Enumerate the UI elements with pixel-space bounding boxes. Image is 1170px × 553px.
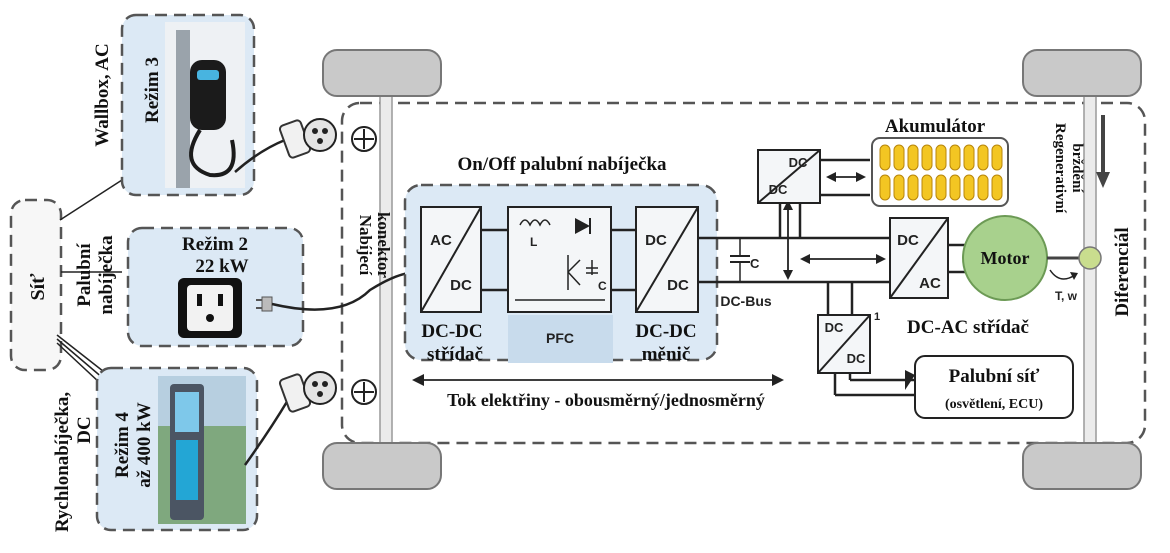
dcac-inverter: DC AC xyxy=(890,218,948,298)
outlet-icon xyxy=(178,278,242,338)
battery-cell xyxy=(880,175,890,200)
wallbox-side-label: Wallbox, AC xyxy=(92,43,113,146)
mode3-label: Režim 3 xyxy=(142,57,163,123)
svg-text:1: 1 xyxy=(874,311,880,323)
battery-cell xyxy=(936,145,946,170)
grid-label: Síť xyxy=(27,273,49,301)
battery-cell xyxy=(908,145,918,170)
battery-cell xyxy=(992,175,1002,200)
connector-label-1: Nabíjecí xyxy=(356,215,375,276)
fast-side-label-2: DC xyxy=(74,416,95,443)
svg-text:DC: DC xyxy=(667,277,689,294)
charger-title: On/Off palubní nabíječka xyxy=(457,154,667,175)
onboard-side-label-2: nabíječka xyxy=(96,235,117,315)
battery-cell xyxy=(922,175,932,200)
wheel-rear-right xyxy=(1023,443,1141,489)
wallbox-image xyxy=(165,22,245,188)
dcdc-converter-charger: DC DC xyxy=(636,207,698,312)
dcdc-menic-2: měnič xyxy=(642,344,691,365)
inverter-caption: DC-AC střídač xyxy=(907,317,1029,338)
dc-bus: C DC-Bus xyxy=(698,200,890,315)
energy-flow: Tok elektřiny - obousměrný/jednosměrný xyxy=(412,374,784,410)
dcdc-stridac-2: střídač xyxy=(427,344,483,365)
acdc-converter: AC DC xyxy=(421,207,481,312)
battery-cell xyxy=(964,145,974,170)
battery-cell xyxy=(936,175,946,200)
battery-section: Akumulátor DC DC xyxy=(758,116,1008,206)
dcdc-stridac-1: DC-DC xyxy=(421,321,482,342)
svg-text:L: L xyxy=(530,235,537,249)
battery-cell xyxy=(950,145,960,170)
battery-title: Akumulátor xyxy=(885,116,986,137)
onboard-side-label-1: Palubní xyxy=(74,243,95,307)
battery-cell xyxy=(908,175,918,200)
wheel-rear-left xyxy=(323,443,441,489)
regen-label-1: Regenerativní xyxy=(1052,123,1068,214)
battery-cell xyxy=(964,175,974,200)
battery-cell xyxy=(978,145,988,170)
svg-text:DC: DC xyxy=(825,320,844,335)
mode3-wallbox-group: Wallbox, AC Režim 3 xyxy=(92,15,254,195)
svg-text:AC: AC xyxy=(430,232,452,249)
dc-bus-label: DC-Bus xyxy=(720,293,772,309)
dcdc-menic-1: DC-DC xyxy=(635,321,696,342)
svg-text:DC: DC xyxy=(645,232,667,249)
mode4-power: až 400 kW xyxy=(134,402,155,488)
aux-dcdc-converter: DC DC xyxy=(818,315,870,373)
svg-text:C: C xyxy=(598,279,607,293)
regen-braking: Regenerativní brždění xyxy=(1052,115,1110,214)
svg-text:C: C xyxy=(750,256,760,271)
mode2-power: 22 kW xyxy=(195,256,248,277)
battery-cell xyxy=(894,175,904,200)
wheel-front-right xyxy=(1023,50,1141,96)
svg-text:DC: DC xyxy=(769,182,788,197)
battery-cell xyxy=(922,145,932,170)
fast-charger-image xyxy=(158,376,246,524)
energy-flow-label: Tok elektřiny - obousměrný/jednosměrný xyxy=(447,390,765,410)
svg-text:DC: DC xyxy=(897,232,919,249)
mode4-fast-group: Rychlonabíječka, DC Režim 4 až 400 kW xyxy=(52,368,257,532)
wheel-front-left xyxy=(323,50,441,96)
onboard-network-title: Palubní síť xyxy=(949,366,1040,387)
inlet-icon-top xyxy=(352,127,376,151)
battery-cell xyxy=(950,175,960,200)
mode2-label: Režim 2 xyxy=(182,234,248,255)
battery-pack xyxy=(872,138,1008,206)
differential-label: Diferenciál xyxy=(1112,227,1133,316)
battery-cell xyxy=(978,175,988,200)
connector-fast xyxy=(245,372,336,465)
svg-text:DC: DC xyxy=(847,351,866,366)
motor-label: Motor xyxy=(981,248,1030,268)
fast-side-label-1: Rychlonabíječka, xyxy=(52,392,73,533)
connector-label-2: konektor xyxy=(374,212,393,279)
svg-text:DC: DC xyxy=(789,155,808,170)
battery-cell xyxy=(880,145,890,170)
battery-cell xyxy=(894,145,904,170)
mode4-label: Režim 4 xyxy=(112,412,133,478)
pfc-label: PFC xyxy=(546,330,574,346)
differential-node xyxy=(1079,247,1101,269)
motor: Motor T, w xyxy=(963,216,1080,303)
battery-dcdc-converter: DC DC xyxy=(758,150,820,203)
inlet-icon-bottom xyxy=(352,380,376,404)
onboard-charger: On/Off palubní nabíječka AC DC L C PFC xyxy=(405,154,717,365)
svg-text:AC: AC xyxy=(919,275,941,292)
svg-text:DC: DC xyxy=(450,277,472,294)
regen-label-2: brždění xyxy=(1069,143,1085,193)
onboard-network-subtitle: (osvětlení, ECU) xyxy=(945,397,1043,412)
battery-cell xyxy=(992,145,1002,170)
torque-label: T, w xyxy=(1055,289,1078,303)
